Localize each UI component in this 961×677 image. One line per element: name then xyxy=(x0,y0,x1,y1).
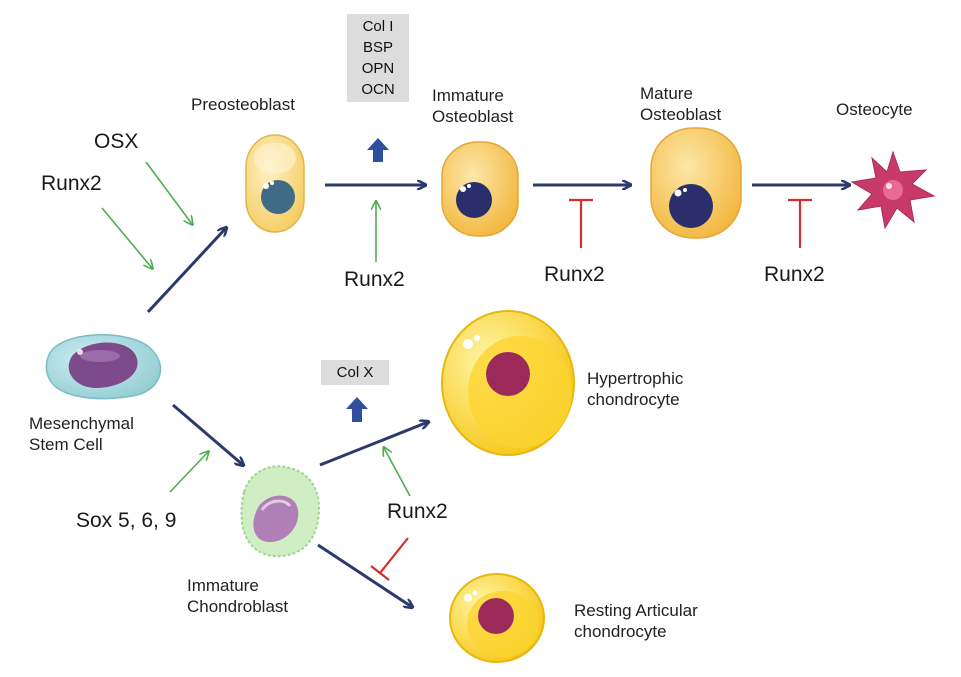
regulator-runx2-chondrocyte: Runx2 xyxy=(387,500,448,523)
label-resting: Resting Articular chondrocyte xyxy=(574,600,698,642)
hypertrophic-chondrocyte-cell xyxy=(441,310,575,456)
inhibition-runx2-resting xyxy=(370,537,409,581)
marker-col-x: Col X xyxy=(336,364,374,381)
label-msc-line1: Mesenchymal xyxy=(29,414,134,433)
label-resting-line2: chondrocyte xyxy=(574,622,667,641)
activation-arrow-runx2-msc xyxy=(101,207,152,268)
immature-chondroblast-cell xyxy=(240,465,320,558)
osteocyte-cell xyxy=(850,150,936,230)
label-mature-osteoblast: Mature Osteoblast xyxy=(640,83,721,125)
regulator-osx: OSX xyxy=(94,130,139,153)
label-immature-chondroblast: Immature Chondroblast xyxy=(187,575,288,617)
label-immature-chondroblast-line1: Immature xyxy=(187,576,259,595)
label-hypertrophic: Hypertrophic chondrocyte xyxy=(587,368,683,410)
activation-arrow-runx2-hypertrophic xyxy=(384,448,411,497)
activation-arrow-sox xyxy=(169,452,208,493)
regulator-runx2-preosteoblast: Runx2 xyxy=(344,268,405,291)
label-resting-line1: Resting Articular xyxy=(574,601,698,620)
marker-ocn: OCN xyxy=(361,81,395,98)
marker-opn: OPN xyxy=(361,60,395,77)
marker-col-i: Col I xyxy=(362,18,394,35)
regulator-runx2-immature-osteoblast: Runx2 xyxy=(544,263,605,286)
osteo-marker-box: Col I BSP OPN OCN xyxy=(347,14,409,102)
inhibition-runx2-mature-osteoblast xyxy=(788,198,812,248)
inhibition-runx2-immature-osteoblast xyxy=(569,198,593,248)
label-immature-osteoblast: Immature Osteoblast xyxy=(432,85,513,127)
preosteoblast-cell xyxy=(245,134,305,233)
arrow-msc-to-chondroblast xyxy=(172,403,243,465)
label-mature-osteoblast-line1: Mature xyxy=(640,84,693,103)
label-immature-osteoblast-line2: Osteoblast xyxy=(432,107,514,126)
label-mature-osteoblast-line2: Osteoblast xyxy=(640,105,722,124)
mature-osteoblast-cell xyxy=(650,127,742,239)
chondro-marker-box: Col X xyxy=(321,360,389,385)
resting-chondrocyte-cell xyxy=(449,573,545,663)
immature-osteoblast-cell xyxy=(441,141,519,237)
label-immature-chondroblast-line2: Chondroblast xyxy=(187,597,289,616)
label-msc-line2: Stem Cell xyxy=(29,435,103,454)
label-preosteoblast: Preosteoblast xyxy=(191,95,295,114)
up-arrow-chondro-markers xyxy=(346,397,368,422)
regulator-runx2-mature-osteoblast: Runx2 xyxy=(764,263,825,286)
arrow-chondroblast-to-hypertrophic xyxy=(319,422,428,467)
label-msc: Mesenchymal Stem Cell xyxy=(29,413,134,455)
activation-arrow-osx xyxy=(145,161,192,224)
label-hypertrophic-line1: Hypertrophic xyxy=(587,369,684,388)
arrow-chondroblast-to-resting xyxy=(317,543,412,607)
label-osteocyte: Osteocyte xyxy=(836,100,913,119)
mesenchymal-stem-cell xyxy=(45,334,162,400)
regulator-sox: Sox 5, 6, 9 xyxy=(76,509,177,532)
arrow-msc-to-preosteoblast xyxy=(146,228,226,314)
label-immature-osteoblast-line1: Immature xyxy=(432,86,504,105)
label-hypertrophic-line2: chondrocyte xyxy=(587,390,680,409)
regulator-runx2-msc: Runx2 xyxy=(41,172,102,195)
up-arrow-osteo-markers xyxy=(367,138,389,162)
marker-bsp: BSP xyxy=(362,39,393,56)
